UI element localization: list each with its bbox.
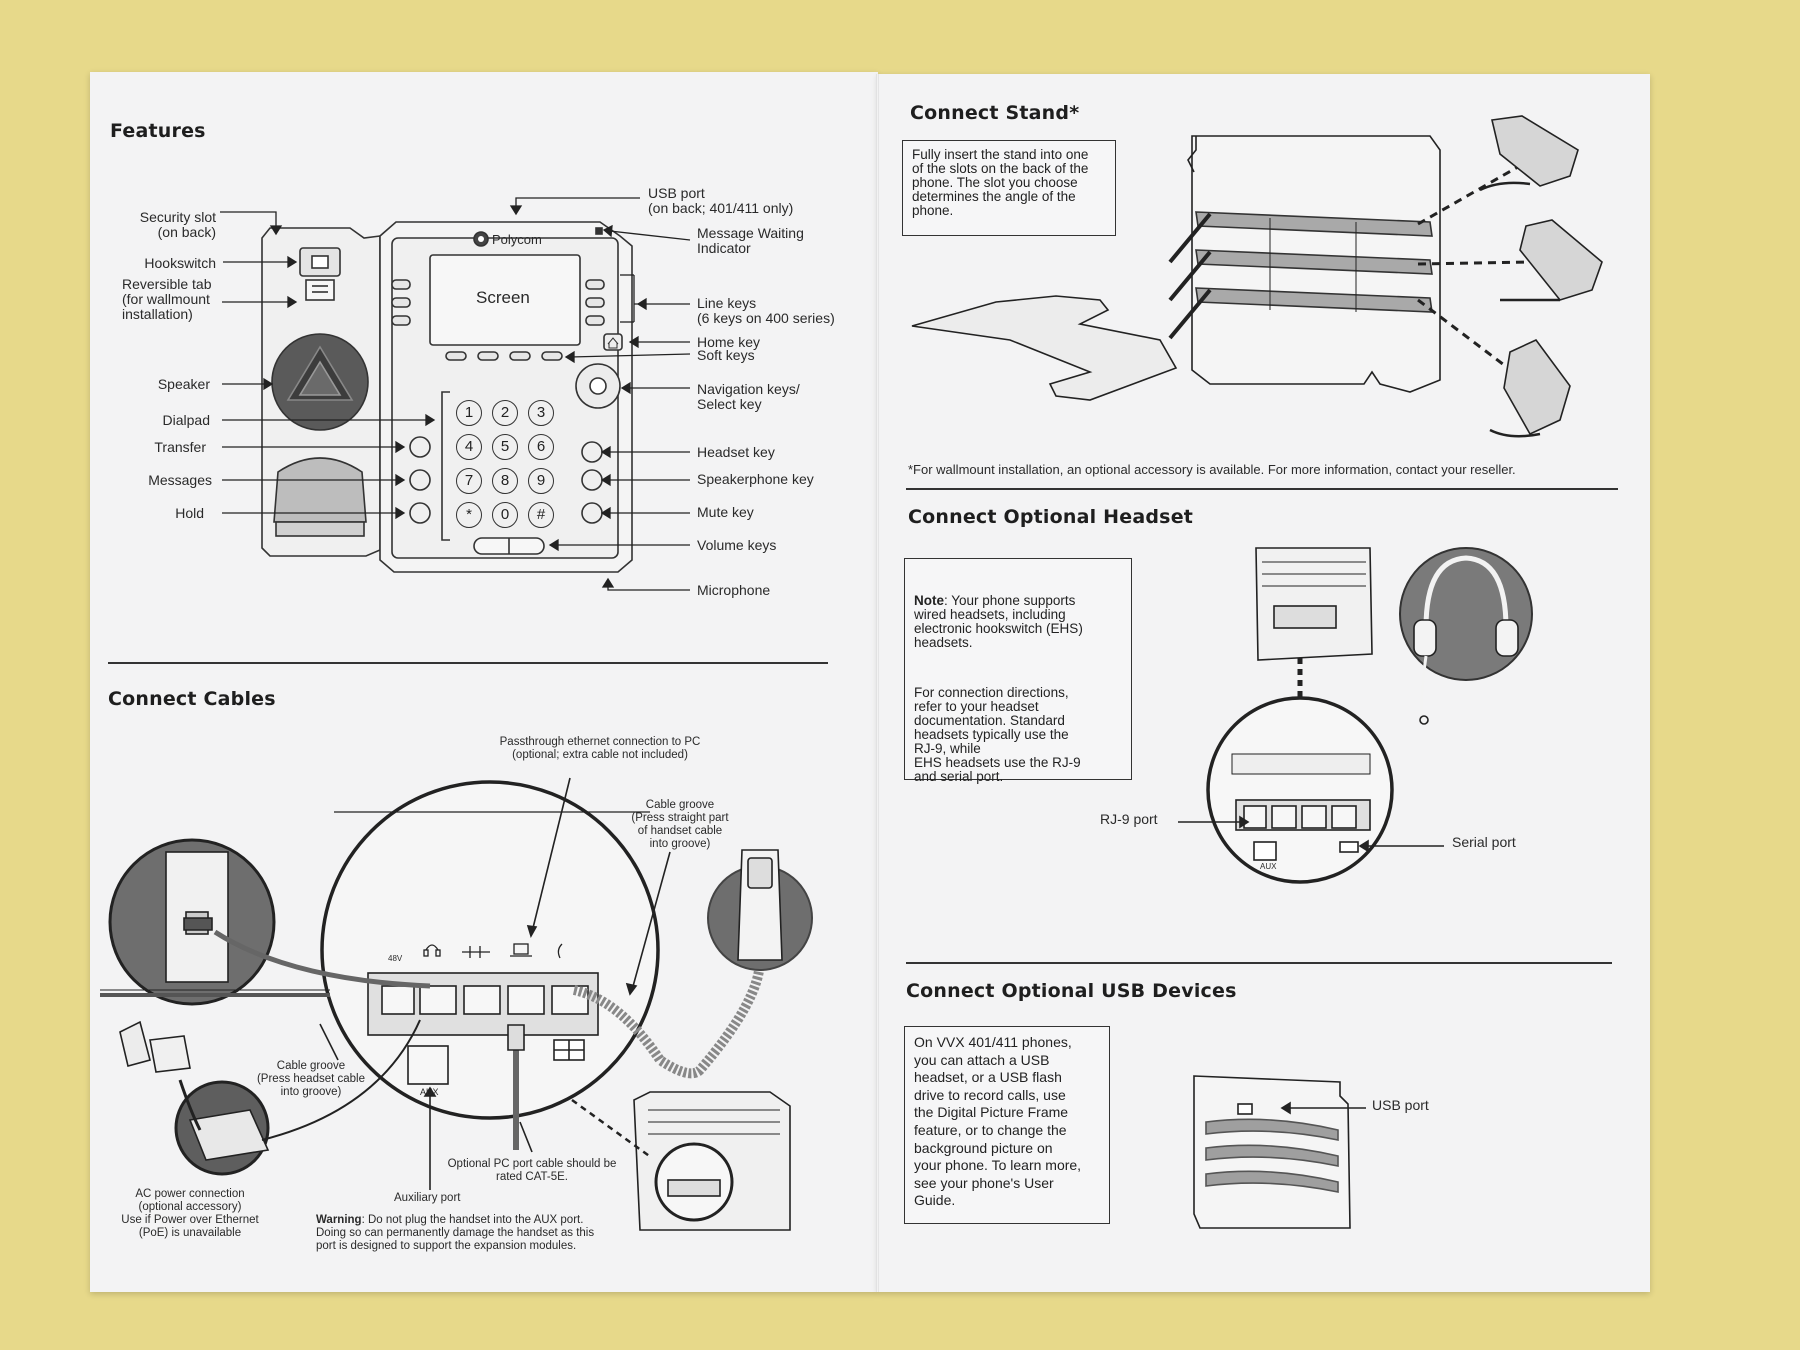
headset-heading: Connect Optional Headset: [908, 506, 1194, 528]
label-transfer: Transfer: [154, 439, 206, 455]
stand-instruction-box: Fully insert the stand into one of the s…: [902, 140, 1116, 236]
label-speakerphone-key: Speakerphone key: [697, 471, 814, 487]
dialpad-key: 2: [492, 400, 518, 426]
warning-text: Warning: Do not plug the handset into th…: [316, 1214, 594, 1253]
stand-footnote: *For wallmount installation, an optional…: [908, 462, 1516, 477]
divider: [906, 488, 1618, 490]
label-message-waiting: Message Waiting Indicator: [697, 225, 804, 256]
usb-illustration: [1193, 1075, 1366, 1229]
stand-illustration: [911, 115, 1603, 438]
usb-heading: Connect Optional USB Devices: [906, 980, 1237, 1002]
divider: [108, 662, 828, 664]
headset-note-box: Note: Your phone supports wired headsets…: [904, 558, 1132, 784]
dialpad-key: 1: [456, 400, 482, 426]
features-heading: Features: [110, 120, 206, 142]
cables-heading: Connect Cables: [108, 688, 276, 710]
label-usb-port-right: USB port: [1372, 1097, 1429, 1113]
power-48v-text: 48V: [388, 954, 403, 963]
label-volume-keys: Volume keys: [697, 537, 777, 553]
dialpad-key: 0: [492, 502, 518, 528]
label-cable-groove-handset: Cable groove (Press straight part of han…: [631, 799, 729, 850]
warning-body: : Do not plug the handset into the AUX p…: [316, 1214, 595, 1252]
label-usb-port: USB port (on back; 401/411 only): [648, 185, 794, 216]
label-hold: Hold: [175, 505, 204, 521]
label-headset-key: Headset key: [697, 444, 775, 460]
label-microphone: Microphone: [697, 582, 771, 598]
label-soft-keys: Soft keys: [697, 347, 755, 363]
dialpad: 1 2 3 4 5 6 7 8 9 * 0 #: [456, 400, 566, 530]
note-label: Note: [914, 593, 944, 608]
dialpad-key: 5: [492, 434, 518, 460]
label-passthrough: Passthrough ethernet connection to PC (o…: [499, 736, 701, 761]
label-navigation-keys: Navigation keys/ Select key: [697, 381, 800, 412]
dialpad-key: *: [456, 502, 482, 528]
label-dialpad: Dialpad: [162, 412, 210, 428]
aux-port-text: AUX: [420, 1087, 439, 1097]
warning-label: Warning: [316, 1214, 362, 1226]
label-ac-power: AC power connection (optional accessory)…: [121, 1188, 259, 1239]
features-leader-lines: [220, 197, 691, 591]
label-rj9-port: RJ-9 port: [1100, 811, 1158, 827]
dialpad-key: 6: [528, 434, 554, 460]
label-cable-groove-headset: Cable groove (Press headset cable into g…: [256, 1060, 366, 1098]
dialpad-key: 4: [456, 434, 482, 460]
headset-aux-text: AUX: [1260, 862, 1277, 871]
dialpad-key: 7: [456, 468, 482, 494]
label-serial-port: Serial port: [1452, 834, 1516, 850]
label-speaker: Speaker: [157, 376, 210, 392]
dialpad-key: #: [528, 502, 554, 528]
cables-illustration: [100, 777, 813, 1231]
divider: [906, 962, 1612, 964]
note-text: : Your phone supports wired headsets, in…: [914, 593, 1083, 650]
dialpad-key: 9: [528, 468, 554, 494]
label-reversible-tab: Reversible tab (for wallmount installati…: [122, 276, 212, 322]
label-line-keys: Line keys (6 keys on 400 series): [697, 295, 835, 326]
polycom-logo: Polycom: [492, 232, 542, 247]
dialpad-key: 8: [492, 468, 518, 494]
stand-heading: Connect Stand*: [910, 102, 1080, 124]
label-mute-key: Mute key: [697, 504, 754, 520]
label-auxiliary-port: Auxiliary port: [394, 1192, 461, 1204]
label-hookswitch: Hookswitch: [144, 255, 216, 271]
label-home-key: Home key: [697, 334, 761, 350]
page-fold: [876, 74, 879, 1292]
label-messages: Messages: [148, 472, 212, 488]
dialpad-key: 3: [528, 400, 554, 426]
phone-front-illustration: [261, 221, 633, 573]
screen-label: Screen: [476, 288, 530, 307]
usb-instruction-box: On VVX 401/411 phones, you can attach a …: [904, 1026, 1110, 1224]
label-security-slot: Security slot (on back): [139, 209, 216, 240]
headset-directions: For connection directions, refer to your…: [914, 685, 1081, 784]
headset-illustration: [1178, 547, 1533, 884]
label-optional-pc-cable: Optional PC port cable should be rated C…: [447, 1158, 617, 1183]
